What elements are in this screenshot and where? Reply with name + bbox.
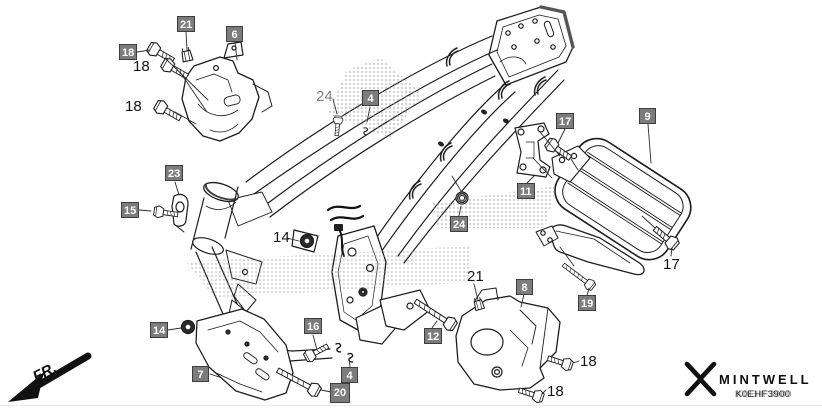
callout-label-18: 18 (580, 353, 597, 370)
part-code: K0EHF3900 (735, 389, 791, 400)
page-bottom-rule (0, 405, 822, 406)
bolt-16-icon (301, 340, 332, 365)
callout-box-4[interactable]: 4 (341, 367, 358, 383)
callout-box-14[interactable]: 14 (150, 322, 169, 338)
callout-box-12[interactable]: 12 (424, 328, 443, 344)
callout-box-19[interactable]: 19 (578, 295, 597, 311)
part-bracket-23 (171, 193, 189, 233)
callout-box-24[interactable]: 24 (450, 216, 469, 232)
band-clamp-icon (408, 180, 422, 200)
washer-24-icon (455, 191, 469, 205)
part-hanger-8 (455, 287, 561, 391)
callout-label-14: 14 (273, 229, 290, 246)
clip-4-icon (334, 342, 343, 353)
callout-box-17[interactable]: 17 (556, 113, 575, 129)
callout-box-6[interactable]: 6 (226, 26, 243, 42)
callout-box-16[interactable]: 16 (304, 318, 323, 334)
callout-label-24: 24 (316, 88, 333, 105)
grommet-14-icon (180, 319, 196, 335)
part-guard-7 (195, 308, 294, 401)
callout-box-8[interactable]: 8 (516, 279, 533, 295)
part-bracket-11 (514, 122, 551, 178)
callout-box-21[interactable]: 21 (177, 16, 196, 32)
callout-box-7[interactable]: 7 (192, 366, 209, 382)
bolt-19-icon (559, 259, 598, 293)
screw-24-icon (331, 115, 344, 137)
callout-label-18: 18 (547, 383, 564, 400)
seat-plate (488, 5, 575, 86)
callout-label-17: 17 (663, 256, 680, 273)
callout-box-9[interactable]: 9 (639, 108, 656, 124)
callout-label-21: 21 (467, 268, 484, 285)
bolt-18-icon (151, 97, 185, 126)
callout-box-23[interactable]: 23 (165, 165, 184, 181)
callout-label-18: 18 (125, 98, 142, 115)
band-clamp-icon (445, 47, 459, 67)
head-tube (190, 181, 239, 255)
mintwell-logo-icon (684, 361, 717, 397)
leader-lines (136, 31, 673, 395)
clip-4-icon (346, 352, 355, 363)
callout-box-18[interactable]: 18 (119, 44, 138, 60)
brand-name: MINTWELL (719, 372, 812, 387)
callout-box-15[interactable]: 15 (121, 202, 140, 218)
callout-box-20[interactable]: 20 (330, 383, 350, 403)
callout-label-18: 18 (133, 58, 150, 75)
callout-box-4[interactable]: 4 (362, 90, 379, 106)
part-cover-6 (181, 41, 273, 142)
grommet-14-icon (299, 233, 315, 249)
fr-indicator: FR. (8, 352, 92, 402)
callout-box-11[interactable]: 11 (517, 183, 535, 199)
